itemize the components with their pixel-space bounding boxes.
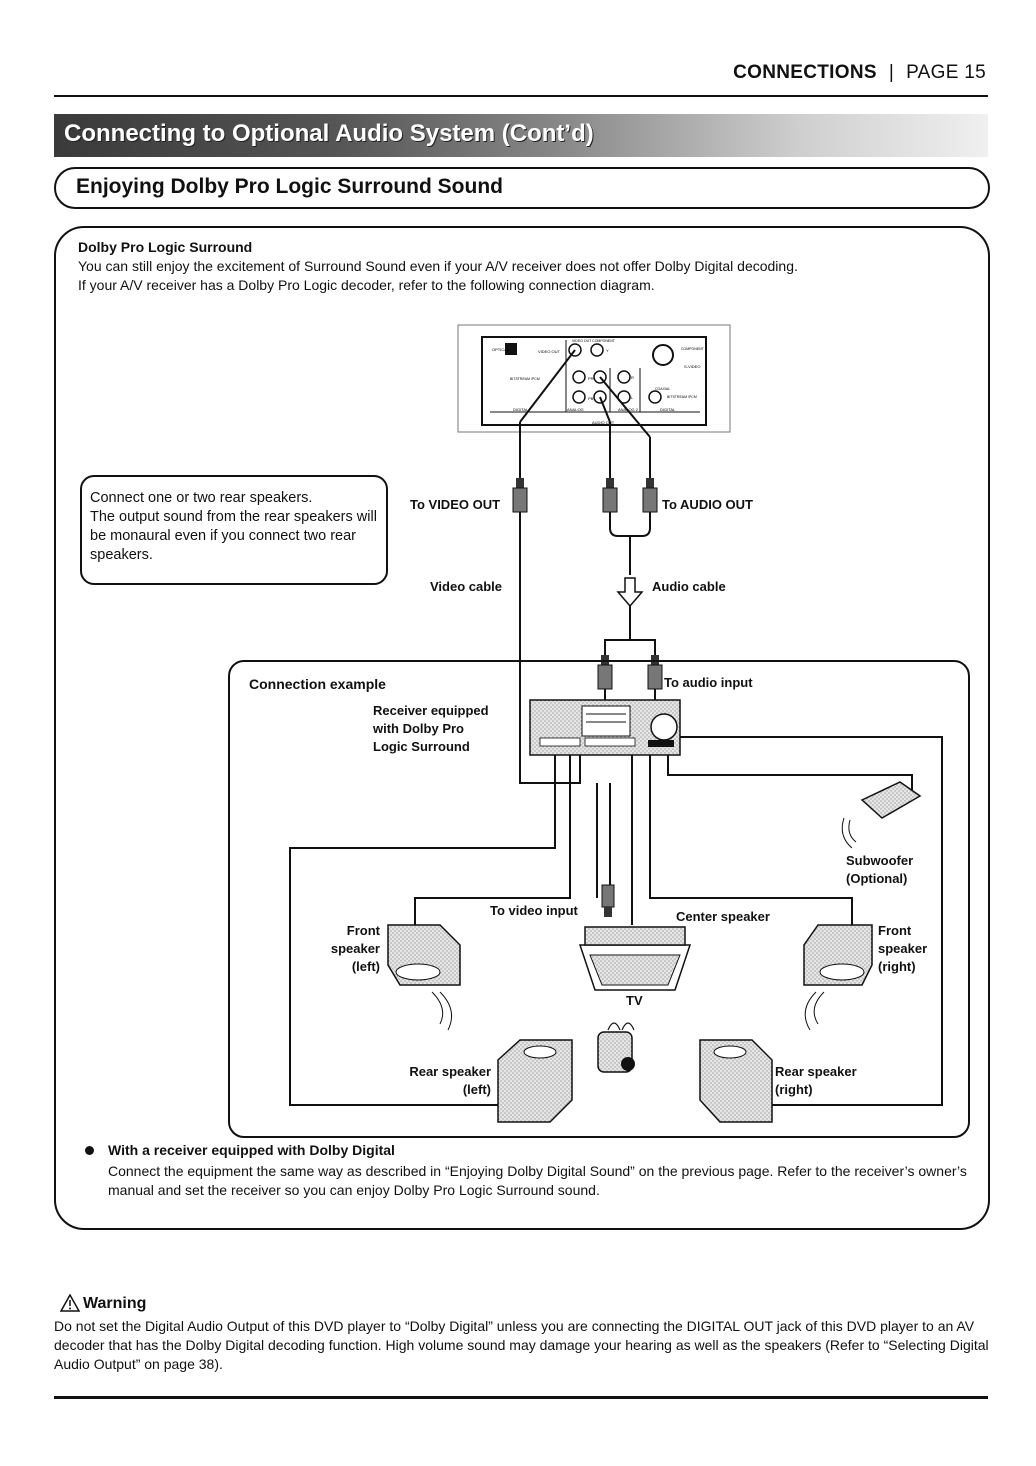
panel-label-svideo: S-VIDEO	[684, 364, 700, 369]
label-to-video-input: To video input	[490, 903, 578, 918]
panel-label-video-out: VIDEO OUT	[538, 349, 561, 354]
rear-speaker-note-text: Connect one or two rear speakers. The ou…	[90, 490, 377, 563]
header-section: CONNECTIONS	[733, 62, 877, 83]
warning-title: Warning	[83, 1295, 147, 1312]
panel-label-analog: ANALOG	[567, 407, 584, 412]
panel-label-pr: PR	[588, 376, 594, 381]
panel-label-analog-2: ANALOG 2	[618, 407, 639, 412]
connection-example-box	[228, 660, 970, 1138]
panel-label-pb: PB	[588, 396, 594, 401]
label-rear-right: Rear speaker (right)	[775, 1064, 857, 1097]
audio-out-plugs	[602, 478, 658, 513]
intro-line-1: You can still enjoy the excitement of Su…	[78, 258, 798, 274]
page-header: CONNECTIONS | PAGE 15	[733, 62, 986, 84]
listener-illustration	[597, 1022, 635, 1073]
header-rule	[54, 95, 988, 97]
jack-pointers	[519, 349, 651, 478]
label-rear-left: Rear speaker (left)	[409, 1064, 491, 1097]
subwoofer-illustration	[841, 781, 922, 849]
down-arrow-icon	[616, 577, 644, 608]
label-receiver: Receiver equipped with Dolby Pro Logic S…	[373, 703, 489, 754]
connection-example-title: Connection example	[249, 676, 386, 692]
video-input-plug	[601, 884, 615, 917]
label-audio-cable: Audio cable	[652, 579, 726, 594]
rear-left-speaker-illustration	[497, 1039, 573, 1123]
section-title: Enjoying Dolby Pro Logic Surround Sound	[76, 175, 503, 198]
video-out-plug	[512, 478, 528, 513]
intro-line-2: If your A/V receiver has a Dolby Pro Log…	[78, 277, 655, 293]
panel-label-optical: OPTICAL	[492, 347, 510, 352]
intro-heading: Dolby Pro Logic Surround	[78, 239, 253, 255]
center-speaker-illustration	[584, 926, 686, 946]
speaker-wires	[289, 736, 943, 1106]
audio-cable-bend	[609, 512, 651, 537]
audio-cable-split-right	[630, 639, 656, 655]
chapter-banner: Connecting to Optional Audio System (Con…	[54, 114, 988, 157]
tv-illustration	[578, 944, 692, 991]
panel-label-digital-2: DIGITAL	[660, 407, 676, 412]
panel-label-digital: DIGITAL	[513, 407, 529, 412]
dolby-digital-text: Connect the equipment the same way as de…	[108, 1163, 967, 1198]
rear-speaker-note: Connect one or two rear speakers. The ou…	[80, 475, 388, 585]
dvd-rear-panel	[457, 324, 731, 433]
panel-label-bitstream: BITSTREAM /PCM	[510, 377, 540, 381]
banner-title: Connecting to Optional Audio System (Con…	[64, 120, 594, 147]
audio-cable-split-left	[604, 606, 631, 655]
panel-label-component: COMPONENT	[681, 347, 705, 351]
panel-label-audio-out: AUDIO OUT	[592, 420, 615, 425]
panel-label-component-top: VIDEO OUT COMPONENT	[572, 339, 616, 343]
receiver-illustration	[529, 699, 681, 756]
panel-label-bitstream-2: BITSTREAM /PCM	[667, 395, 697, 399]
footer-rule	[54, 1396, 988, 1399]
label-center-speaker: Center speaker	[676, 909, 770, 924]
panel-label-y: Y	[606, 348, 609, 353]
label-front-left: Front speaker (left)	[330, 923, 380, 974]
panel-label-l: L	[631, 395, 634, 400]
dolby-digital-heading: With a receiver equipped with Dolby Digi…	[108, 1142, 395, 1158]
label-to-audio-input: To audio input	[664, 675, 753, 690]
page-number: PAGE 15	[906, 62, 986, 83]
rear-right-speaker-illustration	[699, 1039, 773, 1123]
bullet-icon	[85, 1146, 94, 1155]
content-frame	[54, 226, 990, 1230]
label-tv: TV	[626, 993, 643, 1008]
label-to-audio-out: To AUDIO OUT	[662, 497, 753, 512]
label-video-cable: Video cable	[430, 579, 503, 594]
warning-icon	[60, 1294, 80, 1312]
header-separator: |	[888, 62, 895, 83]
front-left-speaker-illustration	[387, 924, 461, 1031]
label-subwoofer: Subwoofer (Optional)	[846, 853, 914, 886]
panel-label-coaxial: COAXIAL	[655, 387, 670, 391]
video-cable-line	[519, 512, 581, 784]
front-right-speaker-illustration	[803, 924, 873, 1031]
label-to-video-out: To VIDEO OUT	[410, 497, 501, 512]
label-front-right: Front speaker (right)	[878, 923, 928, 974]
section-title-box: Enjoying Dolby Pro Logic Surround Sound	[54, 167, 990, 209]
warning-text: Do not set the Digital Audio Output of t…	[54, 1318, 989, 1372]
panel-label-r: R	[631, 375, 634, 380]
